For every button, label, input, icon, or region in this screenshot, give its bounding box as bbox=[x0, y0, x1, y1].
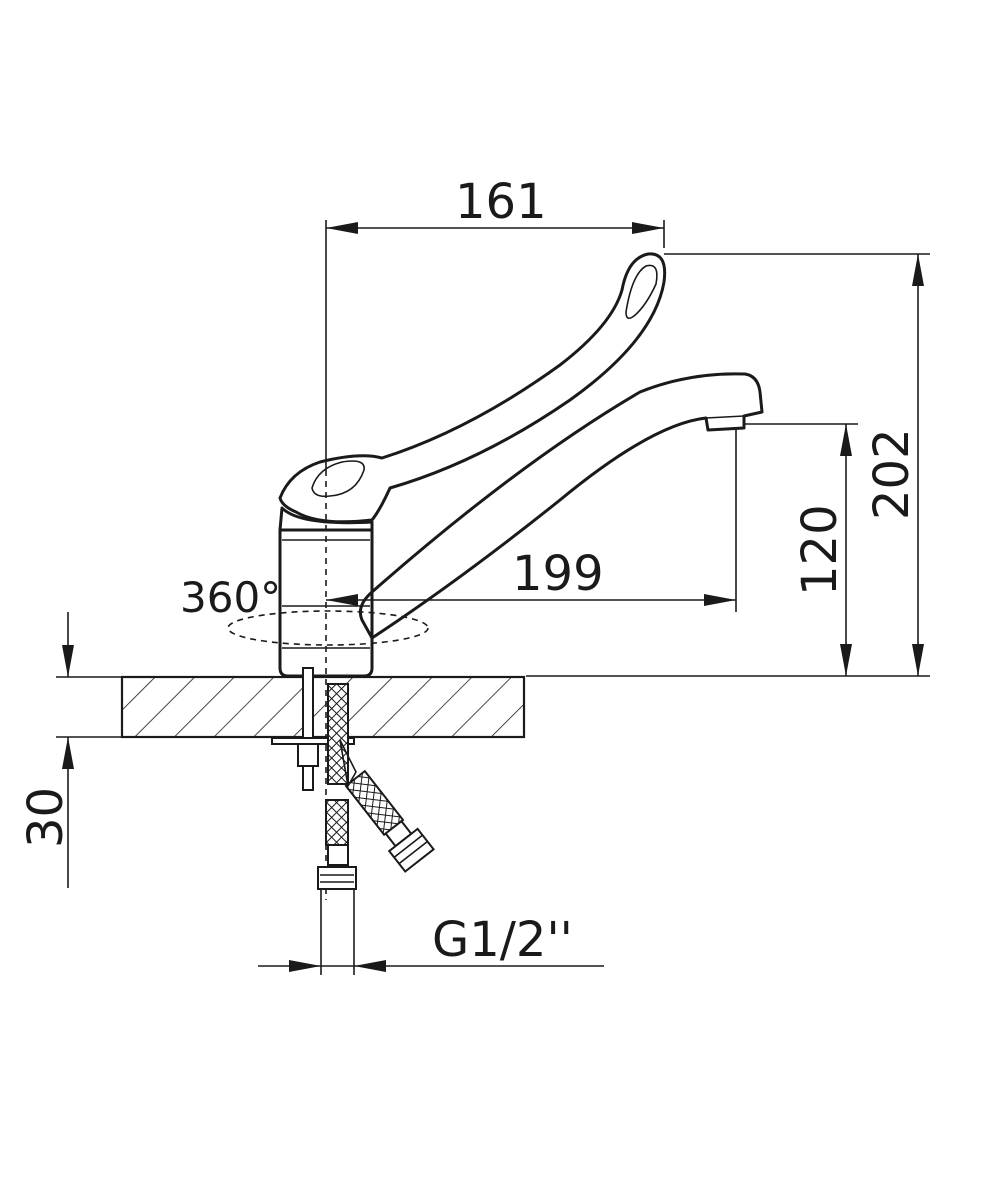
braided-hose-icon bbox=[317, 683, 435, 890]
dimension-thread-label: G1/2'' bbox=[432, 912, 573, 968]
dimension-202-label: 202 bbox=[864, 428, 920, 520]
mounting-stud bbox=[271, 667, 355, 791]
lever-handle[interactable] bbox=[278, 252, 667, 524]
countertop-section bbox=[120, 675, 526, 739]
supply-pipe bbox=[320, 889, 355, 975]
dimension-202: 202 bbox=[526, 253, 930, 677]
dimension-161: 161 bbox=[325, 174, 665, 470]
dimension-199-label: 199 bbox=[512, 546, 604, 602]
dimension-161-label: 161 bbox=[455, 174, 547, 230]
dimension-199: 199 bbox=[326, 430, 737, 612]
dimension-30: 30 bbox=[18, 612, 122, 888]
dimension-120: 120 bbox=[744, 423, 858, 676]
dimension-30-label: 30 bbox=[18, 787, 74, 848]
rotation-label: 360° bbox=[180, 573, 281, 622]
dimension-thread: G1/2'' bbox=[258, 912, 604, 972]
spout bbox=[358, 372, 764, 640]
rotation-indicator: 360° bbox=[180, 573, 429, 646]
dimension-120-label: 120 bbox=[792, 504, 848, 596]
